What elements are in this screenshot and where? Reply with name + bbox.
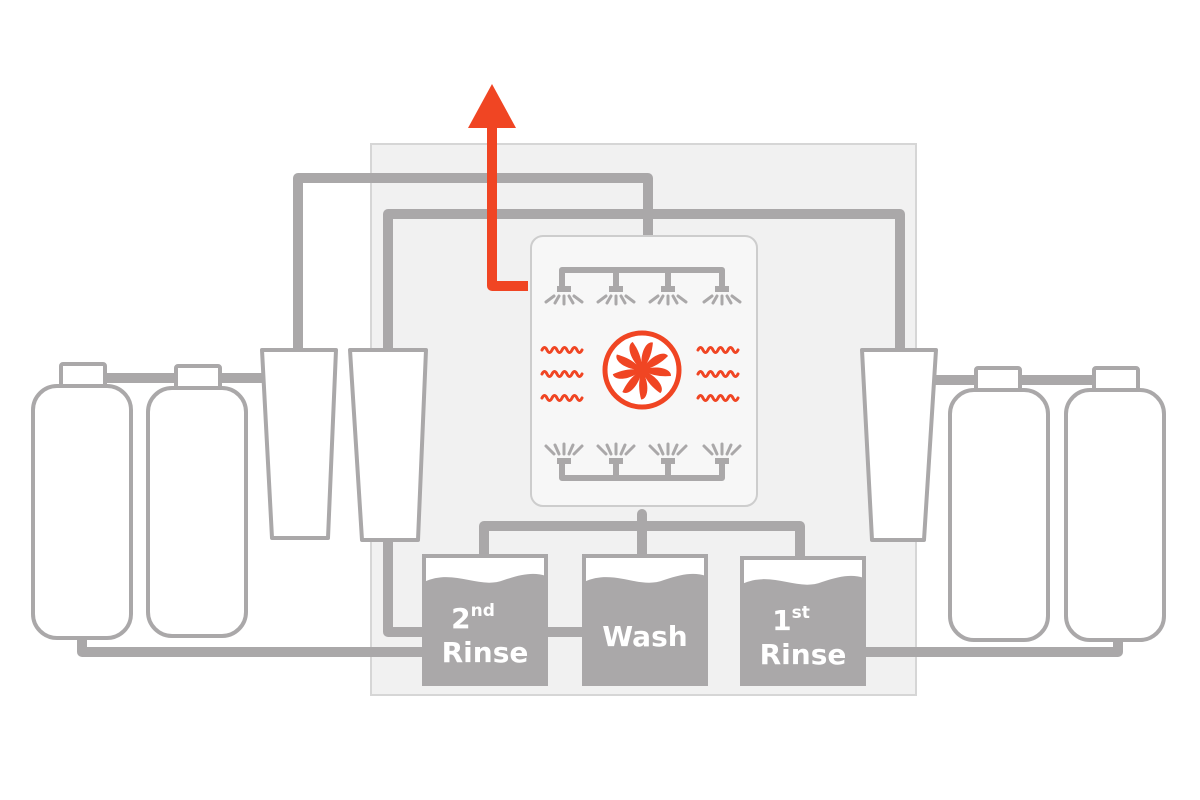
pipe-left-bottom xyxy=(77,631,429,657)
tank-ordinal: 1st xyxy=(772,603,810,637)
pipe-top-loop xyxy=(293,173,653,357)
heat-wave-icon xyxy=(696,394,740,402)
tank-wash: Wash xyxy=(582,554,708,686)
tank-liquid xyxy=(584,573,706,684)
tank-label: Rinse xyxy=(442,636,529,669)
bottle xyxy=(31,384,133,640)
bottle-cap xyxy=(59,362,107,388)
tank-liquid xyxy=(742,575,864,684)
spray-nozzle-icon xyxy=(702,442,742,464)
heat-waves xyxy=(540,346,740,402)
heat-wave-icon xyxy=(540,370,584,378)
spray-nozzle-icon xyxy=(702,286,742,306)
tank-label: Rinse xyxy=(760,638,847,671)
bottle xyxy=(1064,388,1166,642)
heat-wave-icon xyxy=(696,346,740,354)
bottle-cap xyxy=(174,364,222,390)
tank-ordinal: 2nd xyxy=(451,601,495,635)
bottle xyxy=(948,388,1050,642)
tank-label: Wash xyxy=(602,620,687,653)
spray-nozzle-icon xyxy=(544,286,584,306)
top-spray-header xyxy=(559,267,725,288)
spray-nozzle-icon xyxy=(596,442,636,464)
spray-nozzle-icon xyxy=(544,442,584,464)
filter-left-2 xyxy=(348,348,428,542)
filter-right xyxy=(860,348,938,542)
heat-wave-icon xyxy=(540,394,584,402)
filters xyxy=(260,348,938,542)
filter-left-1 xyxy=(260,348,338,540)
spray-nozzle-icon xyxy=(596,286,636,306)
bottom-spray-header xyxy=(559,464,725,481)
right-bottles xyxy=(948,366,1166,642)
spray-nozzle-icon xyxy=(648,442,688,464)
bottle-cap xyxy=(1092,366,1140,392)
top-nozzles xyxy=(544,286,742,306)
pipe-right-bottom xyxy=(859,633,1123,657)
left-bottles xyxy=(31,362,248,640)
exhaust-arrow-icon xyxy=(468,84,528,291)
tank-liquid xyxy=(424,573,546,684)
bottle-cap xyxy=(974,366,1022,392)
spray-nozzle-icon xyxy=(648,286,688,306)
heat-wave-icon xyxy=(696,370,740,378)
bottle xyxy=(146,386,248,638)
fan-icon xyxy=(602,330,682,410)
pipe-upper-loop xyxy=(383,209,905,357)
bottom-nozzles xyxy=(544,442,742,464)
heat-wave-icon xyxy=(540,346,584,354)
pipe-left-down xyxy=(383,533,429,637)
